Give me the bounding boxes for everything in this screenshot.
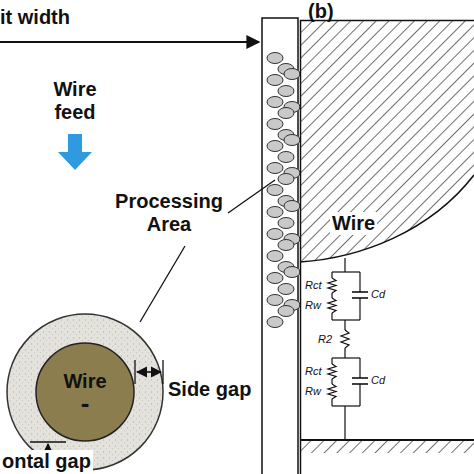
- capacitor-symbol: [352, 377, 368, 379]
- bubble: [267, 251, 283, 262]
- dimension-tick: [134, 360, 135, 384]
- component-label: Cd: [371, 288, 385, 300]
- bubble: [284, 69, 300, 80]
- side-gap-arrow: [137, 371, 161, 373]
- part-label: (b): [308, 0, 334, 23]
- leader-line: [140, 246, 185, 322]
- bubble: [267, 119, 283, 130]
- bubble: [267, 75, 283, 86]
- circuit-wire: [359, 272, 360, 292]
- capacitor-symbol: [352, 291, 368, 293]
- equivalent-circuit: [328, 258, 368, 440]
- bubble: [278, 306, 294, 317]
- bubble: [284, 135, 300, 146]
- bubble: [267, 295, 283, 306]
- node-text: Wire: [330, 212, 377, 235]
- bubble: [284, 267, 300, 278]
- bubble: [267, 207, 283, 218]
- circuit-wire: [344, 258, 345, 272]
- dimension-tick: [162, 360, 163, 384]
- circuit-wire: [331, 272, 332, 278]
- wire-hatch: [300, 20, 474, 262]
- bubble: [278, 240, 294, 251]
- part-label: Side gap: [168, 378, 251, 401]
- circuit-wire: [332, 405, 360, 406]
- wire-surface: [300, 175, 474, 262]
- bubble: [267, 229, 283, 240]
- circuit-wire: [359, 358, 360, 378]
- resistor-symbol: [341, 330, 349, 348]
- circuit-wire: [331, 358, 332, 364]
- circuit-wire: [332, 319, 360, 320]
- circuit-wire: [344, 348, 345, 358]
- circuit-wire: [331, 399, 332, 406]
- part-label: Wire feed: [40, 78, 110, 124]
- circuit-wire: [332, 271, 360, 272]
- wire-body: [36, 343, 134, 441]
- circuit-wire: [359, 298, 360, 320]
- component-label: R2: [318, 333, 332, 345]
- workpiece: [262, 18, 298, 474]
- component-label: Rw: [305, 299, 321, 311]
- resistor-symbol: [328, 278, 336, 293]
- component-label: Rw: [305, 385, 321, 397]
- bubble: [284, 201, 300, 212]
- bubble: [278, 218, 294, 229]
- component-label: Rct: [305, 365, 322, 377]
- dimension-tick: [30, 441, 66, 442]
- circuit-wire: [332, 357, 360, 358]
- resistor-symbol: [328, 384, 336, 399]
- part-label: it width: [0, 6, 70, 29]
- circuit-wire: [331, 293, 332, 298]
- circuit-wire: [331, 379, 332, 384]
- leader-line: [228, 180, 275, 213]
- circuit-wire: [344, 320, 345, 330]
- circuit-wire: [344, 406, 345, 440]
- bubble: [278, 152, 294, 163]
- workpiece-surface: [300, 439, 474, 441]
- wire-electrode: Wire: [300, 20, 474, 265]
- bubble: [267, 163, 283, 174]
- feed-arrow: [58, 134, 92, 170]
- bubble: [267, 273, 283, 284]
- wire-electrode-outline: [300, 20, 474, 265]
- circuit-wire: [331, 313, 332, 320]
- circuit-wire: [359, 384, 360, 406]
- part-label: ontal gap: [0, 450, 93, 473]
- bubble: [278, 174, 294, 185]
- bubble: [267, 97, 283, 108]
- slit-width-arrow: [0, 41, 259, 43]
- bubble: [267, 317, 283, 328]
- component-label: Rct: [305, 279, 322, 291]
- node-text: -: [81, 393, 90, 414]
- bubble: [278, 108, 294, 119]
- processing-bubbles: [267, 53, 300, 328]
- resistor-symbol: [328, 298, 336, 313]
- part-label: Processing Area: [108, 190, 230, 236]
- wire-circle: Wire-: [35, 342, 135, 442]
- bubble: [278, 86, 294, 97]
- bubble: [278, 284, 294, 295]
- node-text: Wire: [63, 370, 106, 393]
- workpiece-hatch: [301, 441, 474, 453]
- component-label: Cd: [371, 374, 385, 386]
- gap-zone: [7, 314, 163, 470]
- bubble: [267, 185, 283, 196]
- resistor-symbol: [328, 364, 336, 379]
- panel-frame: [301, 21, 474, 474]
- bubble: [267, 53, 283, 64]
- bubble: [267, 141, 283, 152]
